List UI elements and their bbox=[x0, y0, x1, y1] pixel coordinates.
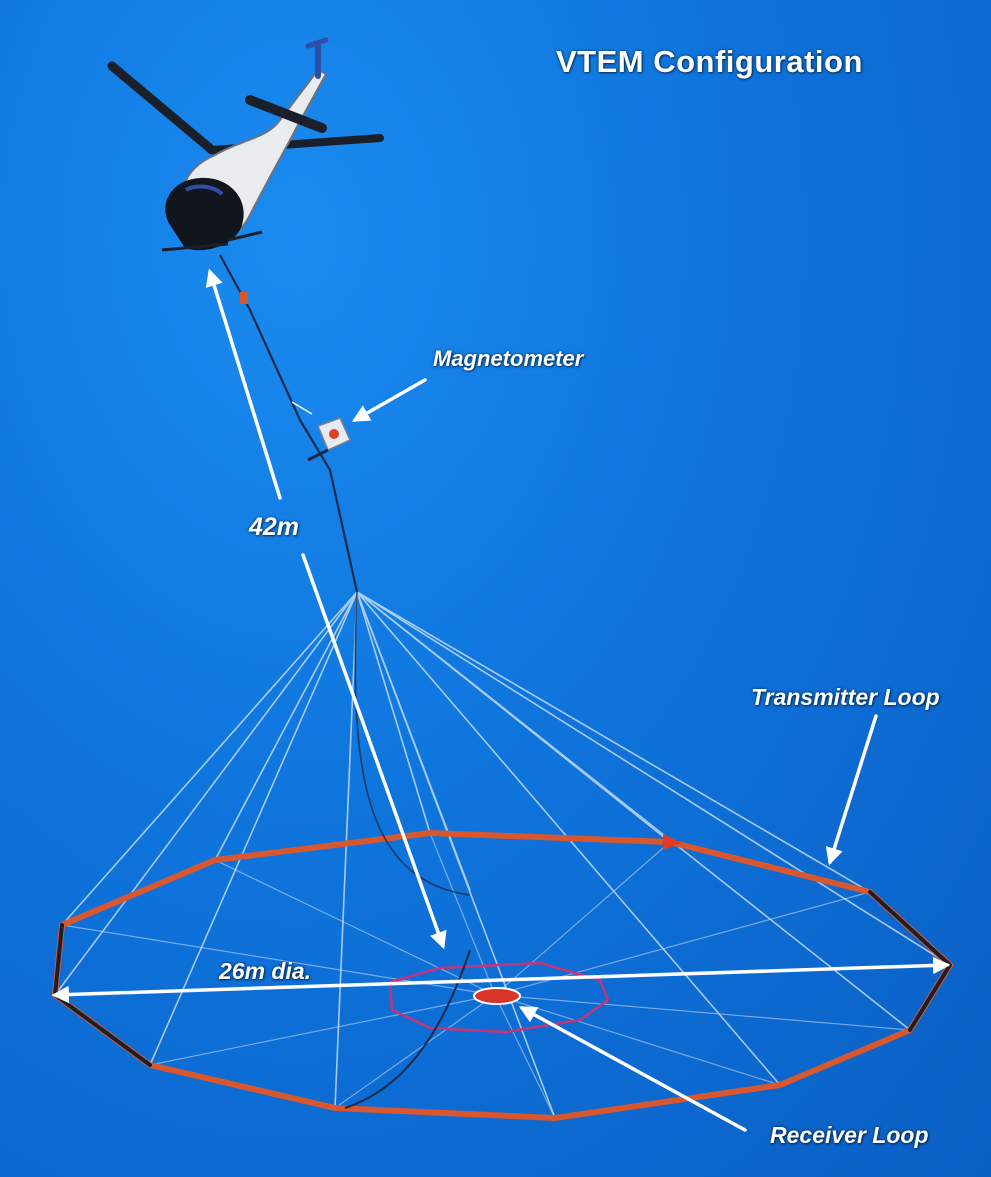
annotation-arrows bbox=[51, 268, 951, 1132]
receiver-loop-label: Receiver Loop bbox=[770, 1122, 929, 1148]
figure-title: VTEM Configuration bbox=[556, 44, 863, 79]
helicopter-icon bbox=[107, 37, 384, 252]
transmitter-loop-label: Transmitter Loop bbox=[751, 684, 940, 710]
receiver-loop bbox=[388, 961, 610, 1034]
loop-diameter-label: 26m dia. bbox=[219, 958, 312, 984]
suspension-ropes bbox=[54, 591, 951, 1119]
magnetometer-label: Magnetometer bbox=[433, 346, 584, 371]
magnetometer-icon bbox=[291, 401, 351, 462]
tow-length-label: 42m bbox=[249, 513, 300, 541]
